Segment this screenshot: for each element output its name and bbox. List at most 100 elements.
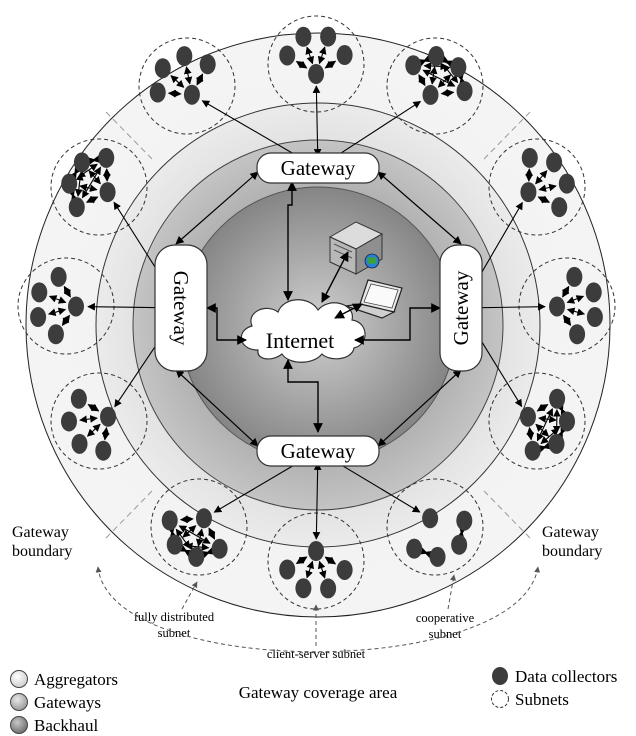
subnet-star <box>138 37 236 135</box>
subnet-boundary <box>386 37 484 135</box>
data-collector <box>429 546 446 567</box>
data-collector <box>295 578 312 599</box>
data-collector <box>176 46 193 67</box>
data-collector <box>566 266 583 287</box>
data-collector <box>70 388 87 409</box>
data-collector <box>166 534 183 555</box>
data-collector <box>450 57 467 78</box>
label-cooperative-2: subnet <box>429 627 462 641</box>
data-collector <box>195 508 212 529</box>
legend-data-collectors: Data collectors <box>515 667 617 686</box>
data-collector <box>336 559 353 580</box>
subnet-boundary <box>50 138 148 236</box>
data-collector <box>549 388 566 409</box>
data-collector <box>50 266 67 287</box>
subnet-mesh <box>50 138 148 236</box>
gateways-swatch <box>10 693 28 711</box>
subnet-mesh <box>386 37 484 135</box>
data-collector <box>98 147 115 168</box>
data-collector <box>558 173 575 194</box>
data-collector <box>519 406 536 427</box>
legend-aggregators: Aggregators <box>34 670 118 689</box>
data-collector <box>428 46 445 67</box>
data-collector <box>546 152 563 173</box>
subnets-layer <box>17 15 616 610</box>
data-collector <box>71 433 88 454</box>
gateway-top[interactable]: Gateway <box>256 152 380 184</box>
coverage-area-label: Gateway coverage area <box>239 683 398 702</box>
subnet-star <box>17 257 115 355</box>
boundary-right-line2: boundary <box>542 543 602 560</box>
data-collector <box>320 26 337 47</box>
legend-right: Data collectors Subnets <box>491 667 617 709</box>
data-collector <box>95 440 112 461</box>
subnet-boundary <box>50 372 148 470</box>
data-collector <box>61 173 78 194</box>
data-collector <box>451 534 468 555</box>
boundary-left-line1: Gateway <box>12 524 69 541</box>
gateway-bottom-label: Gateway <box>281 439 356 463</box>
data-collector <box>67 296 84 317</box>
data-collector <box>183 84 200 105</box>
data-collector <box>405 55 422 76</box>
label-fully-distributed-1: fully distributed <box>134 610 215 624</box>
data-collector <box>31 282 48 303</box>
subnet-boundary <box>267 15 365 113</box>
data-collector <box>47 324 64 345</box>
data-collector <box>211 538 228 559</box>
subnet-boundary <box>488 372 586 470</box>
data-collector <box>585 282 602 303</box>
data-collector <box>586 307 603 328</box>
label-cooperative-1: cooperative <box>416 611 475 625</box>
data-collector <box>61 411 78 432</box>
data-collector <box>154 58 171 79</box>
data-collector <box>520 182 537 203</box>
aggregators-swatch <box>10 670 28 688</box>
data-collector <box>569 324 586 345</box>
backhaul-swatch <box>10 716 28 734</box>
data-collector <box>199 54 216 75</box>
gateway-ring-links <box>175 171 462 447</box>
boundary-left-line2: boundary <box>12 543 72 560</box>
data-collector <box>456 510 473 531</box>
subnet-star <box>488 138 586 236</box>
legend-backhaul: Backhaul <box>34 716 98 735</box>
data-collector <box>456 81 473 102</box>
subnet-boundary <box>488 138 586 236</box>
data-collector <box>524 440 541 461</box>
gateway-left-label: Gateway <box>169 271 193 346</box>
data-collector <box>551 197 568 218</box>
label-client-server: client-server subnet <box>267 647 366 661</box>
subnet-star <box>50 372 148 470</box>
data-collector <box>149 82 166 103</box>
data-collector <box>422 508 439 529</box>
gateway-top-label: Gateway <box>281 156 356 180</box>
data-collector <box>521 147 538 168</box>
gateway-right[interactable]: Gateway <box>439 244 483 372</box>
pointer-arrows <box>95 566 541 653</box>
data-collector <box>308 541 325 562</box>
data-collector <box>548 433 565 454</box>
gateway-bottom[interactable]: Gateway <box>256 435 380 467</box>
subnet-boundary <box>386 478 484 576</box>
data-collector <box>549 296 566 317</box>
legend-gateways: Gateways <box>34 693 101 712</box>
internet-label: Internet <box>266 328 334 353</box>
gateway-left[interactable]: Gateway <box>154 244 208 372</box>
data-collector <box>161 510 178 531</box>
subnet-mesh <box>150 478 248 576</box>
data-collector <box>558 411 575 432</box>
subnet-coop <box>386 478 484 576</box>
data-collector <box>406 538 423 559</box>
data-collector <box>308 63 325 84</box>
subnet-boundary <box>138 37 236 135</box>
data-collector <box>99 182 116 203</box>
data-collector <box>68 197 85 218</box>
gateway-boundaries <box>105 111 531 539</box>
data-collector <box>30 307 47 328</box>
data-collector <box>279 45 296 66</box>
data-collector <box>100 406 117 427</box>
data-collector <box>320 578 337 599</box>
data-collector <box>279 559 296 580</box>
